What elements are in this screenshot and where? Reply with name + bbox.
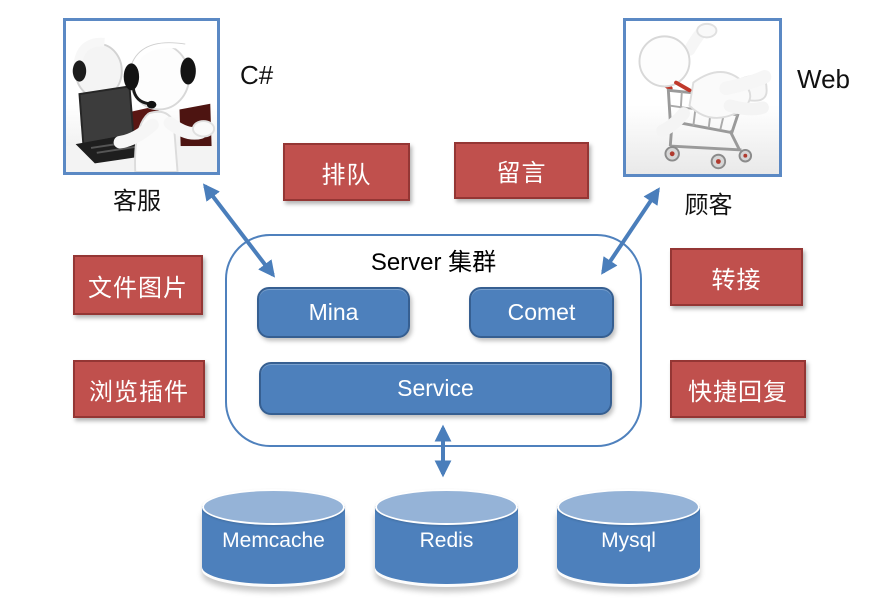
customer-cart-icon: [626, 21, 779, 174]
feature-box-quick-reply: 快捷回复: [670, 360, 806, 418]
db-redis: Redis: [375, 489, 518, 601]
feature-box-file-image: 文件图片: [73, 255, 203, 315]
feature-box-queue: 排队: [283, 143, 410, 201]
server-cluster-container: Server 集群 Mina Comet Service: [225, 234, 642, 447]
db-mysql: Mysql: [557, 489, 700, 601]
cylinder-top: [202, 489, 345, 525]
agent-photo: [63, 18, 220, 175]
agent-caption: 客服: [113, 188, 161, 215]
server-cluster-title: Server 集群: [370, 249, 497, 276]
db-memcache: Memcache: [202, 489, 345, 601]
cylinder-top: [557, 489, 700, 525]
customer-photo: [623, 18, 782, 177]
db-mysql-label: Mysql: [601, 529, 656, 552]
agent-tech-label: C#: [240, 60, 274, 90]
customer-tech-label: Web: [797, 64, 850, 94]
node-comet: Comet: [469, 287, 614, 338]
support-agent-icon: [66, 21, 217, 172]
node-mina: Mina: [257, 287, 410, 338]
cylinder-top: [375, 489, 518, 525]
feature-box-browser-plugin: 浏览插件: [73, 360, 205, 418]
feature-box-leave-message: 留言: [454, 142, 589, 199]
feature-box-transfer: 转接: [670, 248, 803, 306]
node-service: Service: [259, 362, 612, 415]
db-memcache-label: Memcache: [222, 529, 325, 552]
db-redis-label: Redis: [419, 529, 474, 552]
customer-caption: 顾客: [684, 192, 733, 219]
